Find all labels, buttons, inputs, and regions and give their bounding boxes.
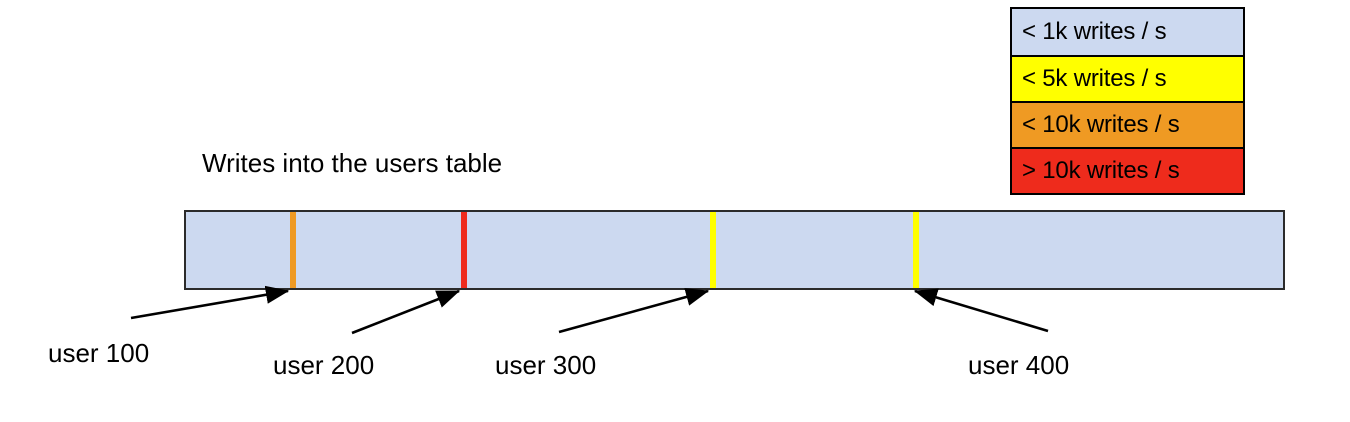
callout-arrow-user-200 xyxy=(351,289,461,335)
callout-arrow-user-300 xyxy=(558,288,710,334)
legend-item-lt-5k: < 5k writes / s xyxy=(1012,55,1243,101)
legend-item-lt-1k: < 1k writes / s xyxy=(1012,9,1243,55)
callout-label-user-400: user 400 xyxy=(968,350,1070,380)
legend: < 1k writes / s < 5k writes / s < 10k wr… xyxy=(1010,7,1245,195)
users-table-bar xyxy=(184,210,1285,290)
callout-arrow-user-400 xyxy=(913,288,1049,333)
legend-item-lt-10k: < 10k writes / s xyxy=(1012,101,1243,147)
bar-stripe-user-400 xyxy=(913,212,919,288)
callout-label-user-200: user 200 xyxy=(273,350,375,380)
bar-stripe-user-100 xyxy=(290,212,296,288)
bar-stripe-user-200 xyxy=(461,212,467,288)
legend-item-label: < 5k writes / s xyxy=(1022,65,1167,92)
legend-item-label: > 10k writes / s xyxy=(1022,157,1180,184)
callout-label-user-100: user 100 xyxy=(48,338,150,368)
legend-item-gt-10k: > 10k writes / s xyxy=(1012,147,1243,193)
callout-label-user-300: user 300 xyxy=(495,350,597,380)
callout-arrow-user-100 xyxy=(130,285,290,320)
legend-item-label: < 1k writes / s xyxy=(1022,18,1167,45)
bar-stripe-user-300 xyxy=(710,212,716,288)
legend-item-label: < 10k writes / s xyxy=(1022,111,1180,138)
chart-title: Writes into the users table xyxy=(202,148,503,178)
